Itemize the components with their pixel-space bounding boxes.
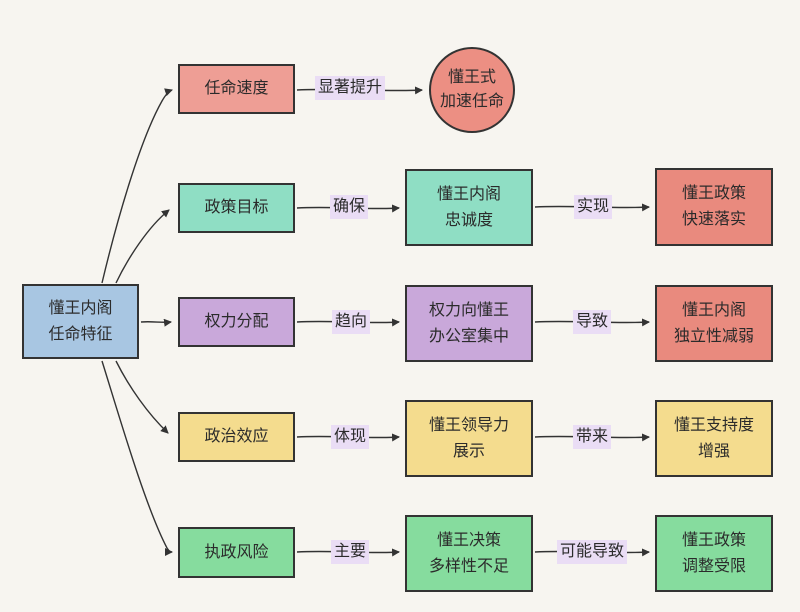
node-decision-diversity-insufficient: 懂王决策 多样性不足 bbox=[405, 515, 533, 592]
edge-root-to-governance-risk bbox=[101, 360, 173, 556]
node-label-line: 加速任命 bbox=[439, 93, 504, 110]
edge-label-significant-improvement: 显著提升 bbox=[314, 76, 386, 100]
node-label-line: 增强 bbox=[697, 442, 730, 460]
node-label-line: 懂王政策 bbox=[681, 185, 746, 202]
node-label-line: 懂王内阁 bbox=[681, 301, 746, 319]
node-leadership-display: 懂王领导力 展示 bbox=[405, 400, 533, 477]
node-label-line: 懂王式 bbox=[447, 69, 496, 86]
node-policy-adjustment-limited: 懂王政策 调整受限 bbox=[655, 515, 773, 592]
node-label-line: 懂王政策 bbox=[681, 531, 746, 549]
node-label-line: 懂王领导力 bbox=[428, 416, 509, 434]
node-cabinet-loyalty: 懂王内阁 忠诚度 bbox=[405, 169, 533, 246]
edge-root-to-power-distribution bbox=[140, 318, 172, 327]
node-accelerated-appointment: 懂王式 加速任命 bbox=[429, 47, 515, 133]
node-label-line: 快速落实 bbox=[681, 211, 746, 228]
node-label-line: 懂王决策 bbox=[436, 531, 501, 549]
node-label-line: 懂王内阁 bbox=[48, 299, 113, 317]
node-label-line: 权力向懂王 bbox=[428, 301, 509, 319]
node-label-line: 懂王支持度 bbox=[673, 416, 754, 434]
node-policy-fast-implementation: 懂王政策 快速落实 bbox=[655, 168, 773, 246]
edge-root-to-policy-goal bbox=[115, 209, 170, 284]
edge-label-embody: 体现 bbox=[330, 425, 370, 449]
edge-root-to-political-effect bbox=[115, 360, 169, 434]
node-label-line: 忠诚度 bbox=[444, 211, 493, 229]
node-label-line: 独立性减弱 bbox=[673, 327, 754, 345]
node-label-line: 懂王内阁 bbox=[436, 185, 501, 203]
edge-label-lead-to: 导致 bbox=[572, 310, 612, 334]
edge-root-to-appointment-speed bbox=[101, 88, 173, 284]
node-label-line: 政治效应 bbox=[204, 428, 269, 445]
node-label-line: 执政风险 bbox=[204, 543, 269, 561]
node-label-line: 多样性不足 bbox=[428, 557, 509, 575]
edge-label-tend-toward: 趋向 bbox=[331, 310, 371, 334]
node-appointment-speed: 任命速度 bbox=[178, 64, 295, 114]
edge-label-ensure: 确保 bbox=[329, 195, 369, 219]
node-policy-goal: 政策目标 bbox=[178, 183, 295, 233]
node-label-line: 政策目标 bbox=[204, 199, 269, 216]
node-label-line: 任命特征 bbox=[48, 325, 113, 343]
node-label-line: 任命速度 bbox=[204, 80, 269, 97]
node-power-distribution: 权力分配 bbox=[178, 297, 295, 347]
node-label-line: 权力分配 bbox=[204, 313, 269, 330]
node-label-line: 调整受限 bbox=[681, 557, 746, 575]
edge-label-may-lead-to: 可能导致 bbox=[556, 540, 628, 564]
node-label-line: 展示 bbox=[452, 442, 485, 460]
node-political-effect: 政治效应 bbox=[178, 412, 295, 462]
node-label-line: 办公室集中 bbox=[428, 327, 509, 345]
edge-label-main: 主要 bbox=[330, 540, 370, 564]
edge-label-achieve: 实现 bbox=[573, 195, 613, 219]
node-support-increased: 懂王支持度 增强 bbox=[655, 400, 773, 477]
node-power-concentration: 权力向懂王 办公室集中 bbox=[405, 285, 533, 362]
node-root-appointment-characteristics: 懂王内阁 任命特征 bbox=[22, 284, 139, 359]
edge-label-bring: 带来 bbox=[572, 425, 612, 449]
node-independence-weakened: 懂王内阁 独立性减弱 bbox=[655, 285, 773, 362]
node-governance-risk: 执政风险 bbox=[178, 527, 295, 578]
